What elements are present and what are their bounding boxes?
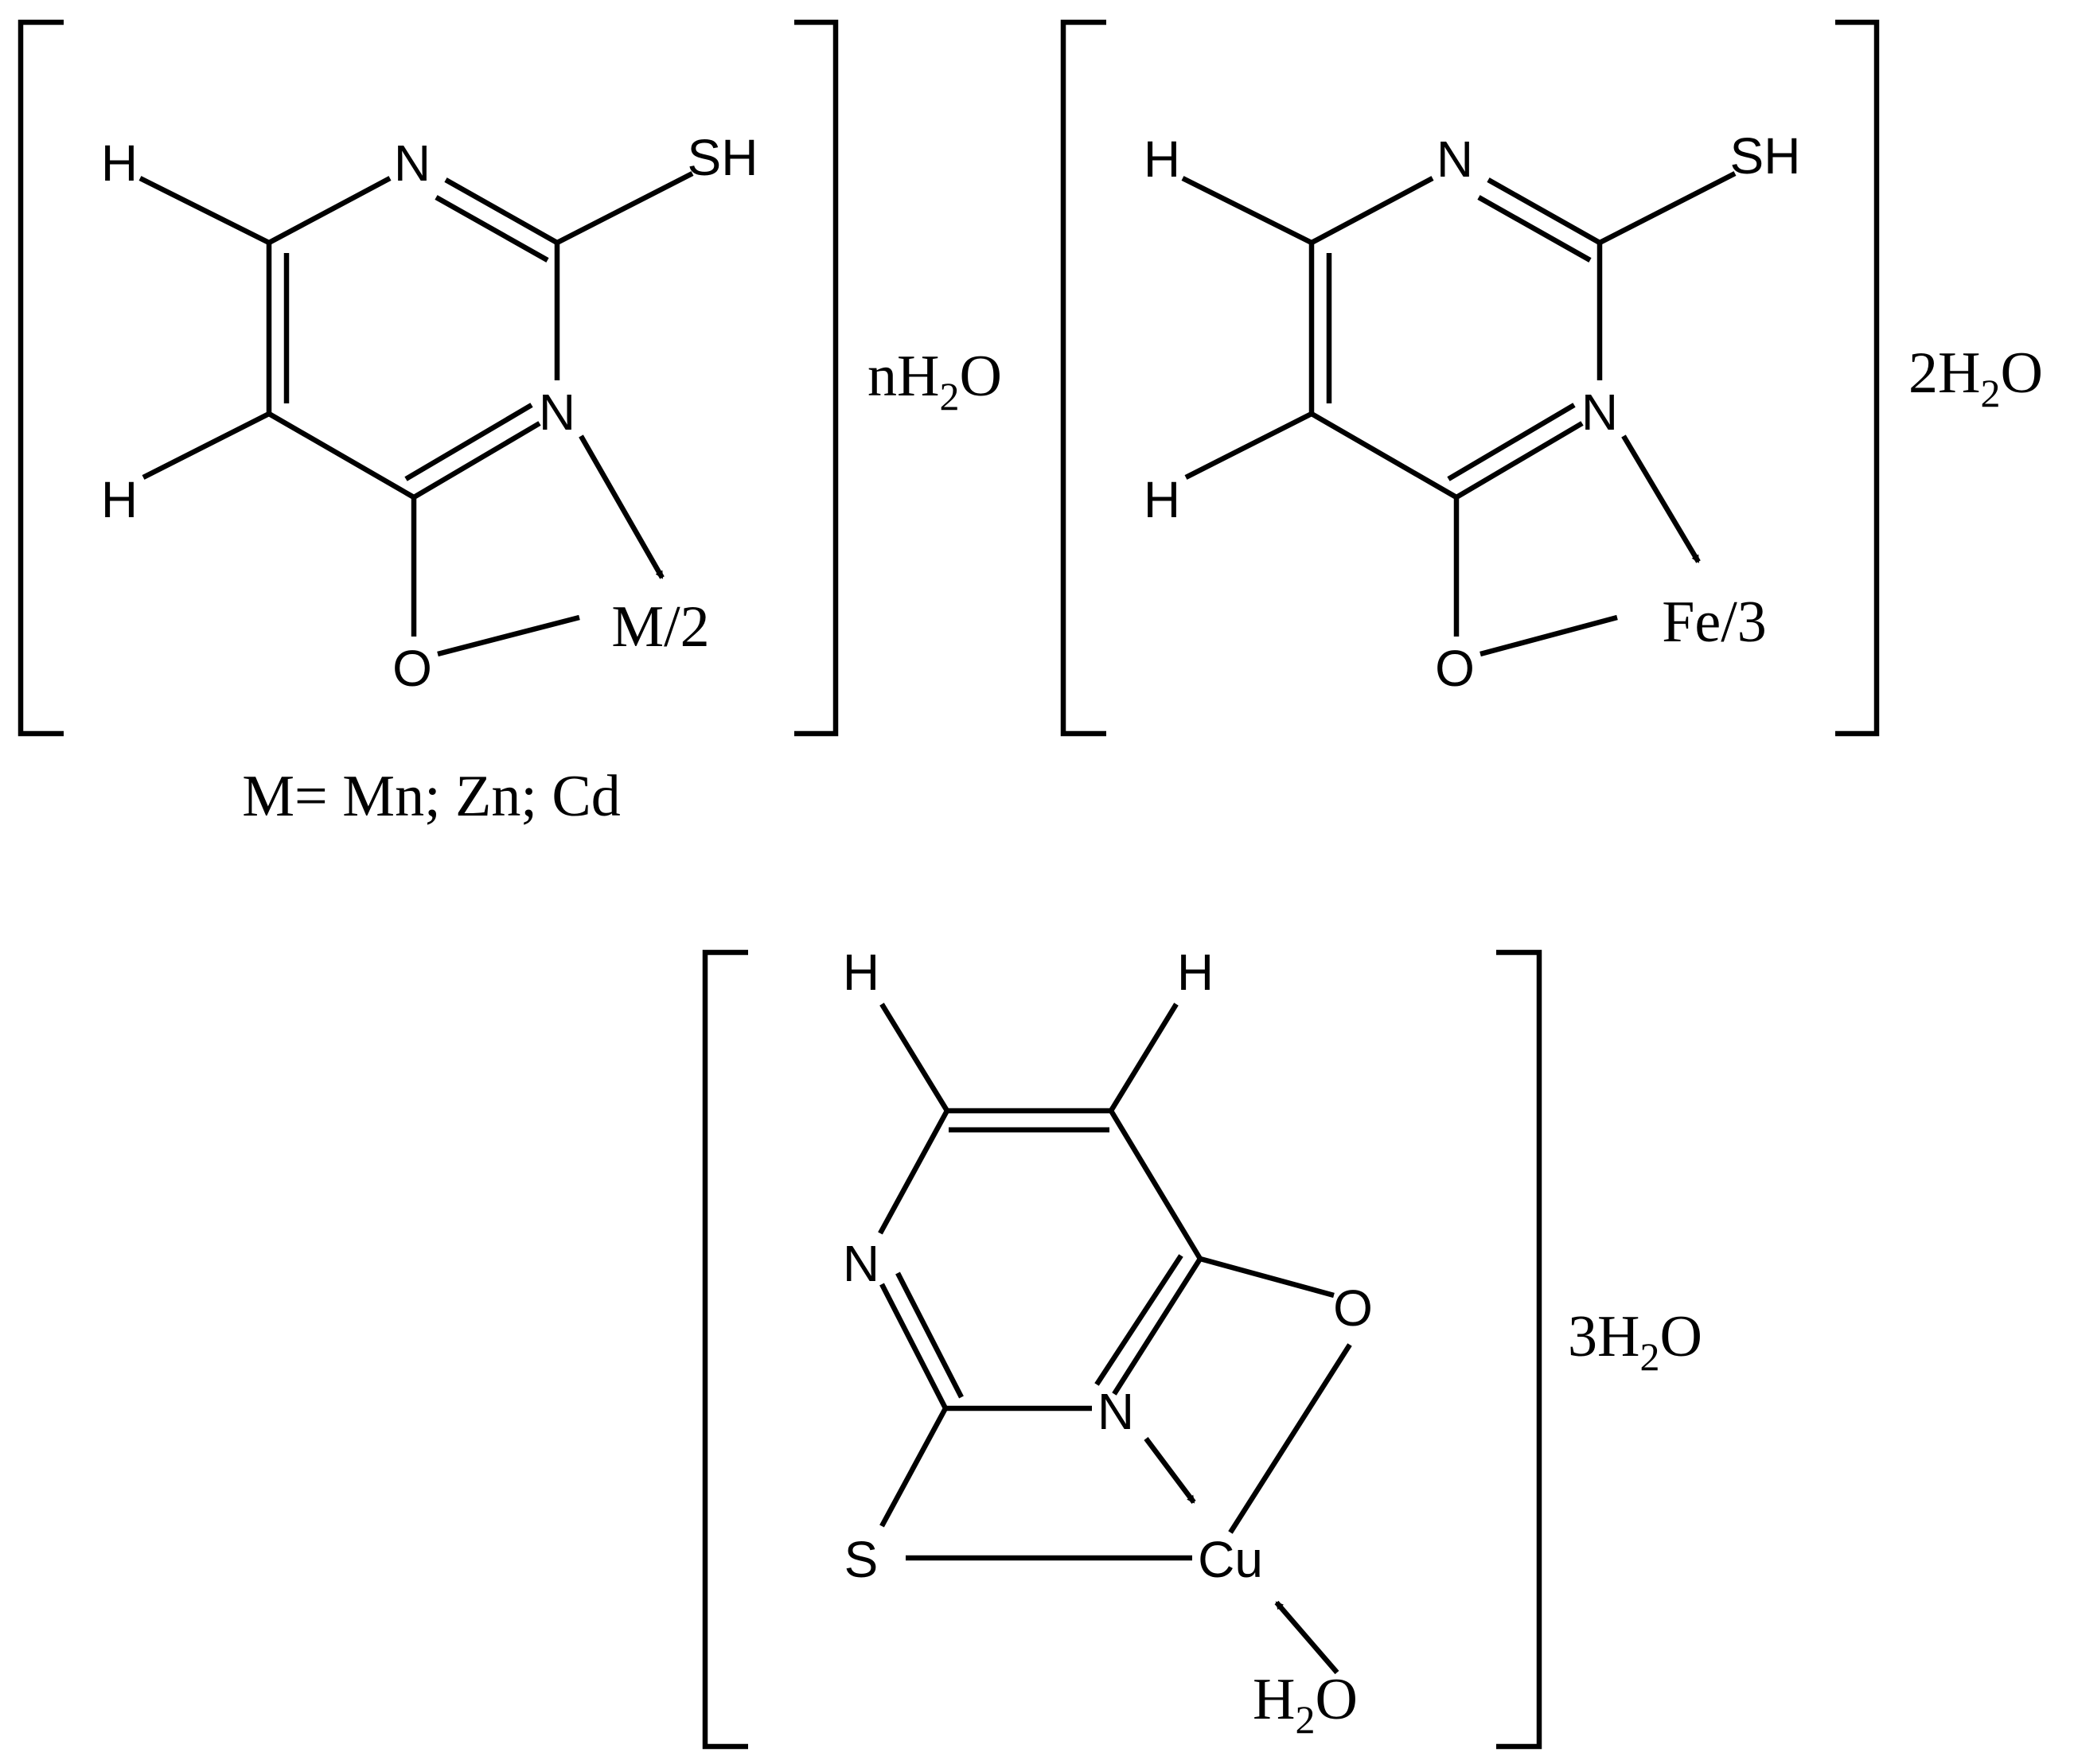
bonds (878, 1003, 1352, 1675)
sh-label: SH (688, 129, 758, 186)
bonds (138, 171, 694, 657)
right-bracket (1835, 19, 1880, 737)
right-bracket (1496, 949, 1542, 1750)
n-mid-label: N (1097, 1383, 1134, 1440)
left-bracket (1060, 19, 1106, 737)
water-ligand-label: H2O (1253, 1667, 1358, 1742)
o-label: O (1435, 640, 1475, 697)
o-label: O (1333, 1279, 1373, 1337)
h-bottom-label: H (101, 471, 138, 528)
hydrate-label: 3H2O (1568, 1304, 1702, 1379)
h-top-label: H (101, 134, 138, 192)
h-right-label: H (1177, 944, 1214, 1001)
n-left-label: N (843, 1235, 879, 1292)
hydrate-label: 2H2O (1908, 341, 2043, 415)
h-top-label: H (1144, 130, 1180, 188)
metal-caption: M= Mn; Zn; Cd (242, 764, 621, 829)
s-label: S (844, 1531, 879, 1588)
h-bottom-label: H (1144, 471, 1180, 528)
bonds (1181, 171, 1737, 657)
n-mid-label: N (1581, 384, 1618, 441)
n-top-label: N (394, 134, 431, 192)
complex-fe-group: H N SH N H O Fe/3 2H2O (1060, 19, 2043, 737)
left-bracket (702, 949, 748, 1750)
h-left-label: H (843, 944, 879, 1001)
n-top-label: N (1437, 130, 1473, 188)
complex-m-group: H N SH N H O M/2 nH2O M= Mn; Zn; Cd (18, 19, 1002, 829)
metal-label: Fe/3 (1662, 590, 1767, 655)
left-bracket (18, 19, 64, 737)
metal-label: M/2 (611, 594, 709, 660)
sh-label: SH (1730, 127, 1801, 185)
right-bracket (794, 19, 839, 737)
complex-cu-group: H H N O N S Cu H2O 3H2O (702, 944, 1702, 1750)
n-mid-label: N (539, 384, 575, 441)
hydrate-label: nH2O (867, 344, 1002, 419)
metal-label: Cu (1198, 1531, 1263, 1588)
o-label: O (392, 640, 432, 697)
